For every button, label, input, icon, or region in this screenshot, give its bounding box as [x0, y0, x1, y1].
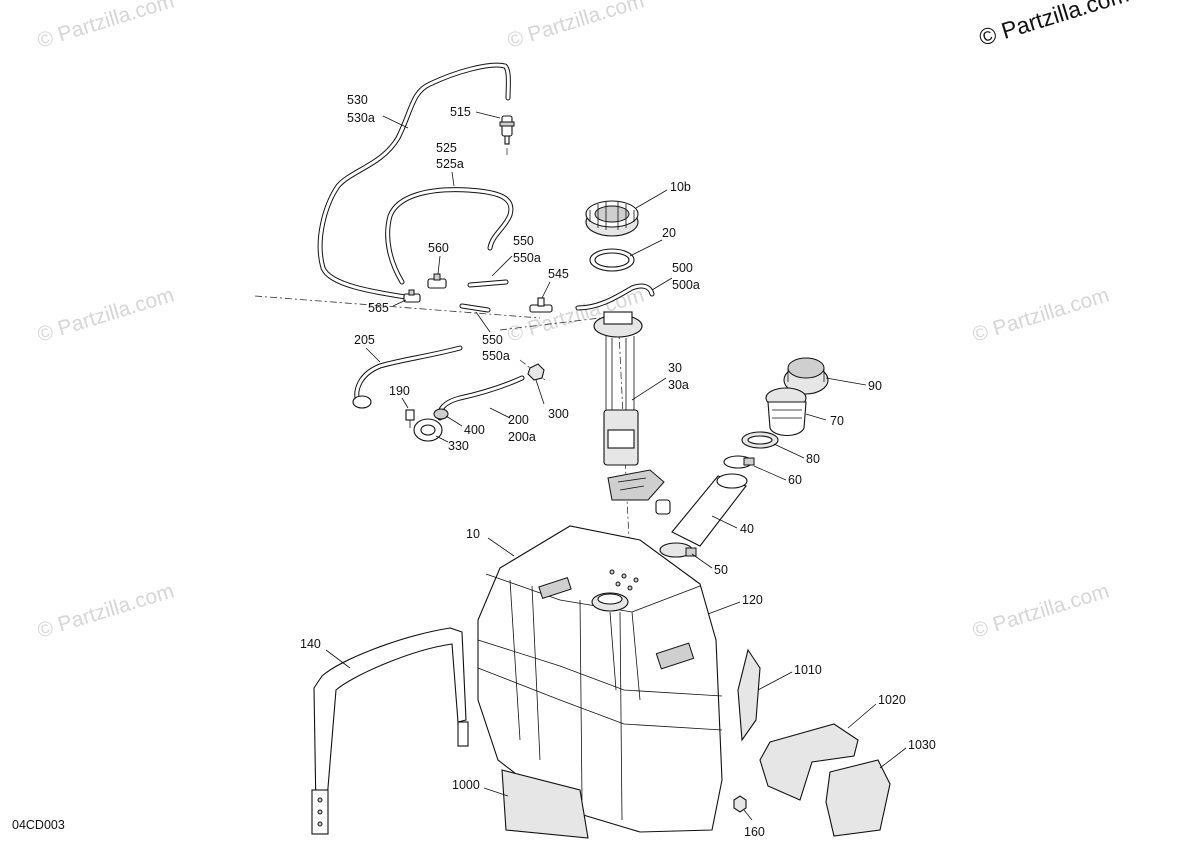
- fitting-515: [499, 115, 515, 145]
- lock-ring-10b: [585, 200, 639, 237]
- callout-550a: 550a: [513, 251, 541, 265]
- diagram-code: 04CD003: [12, 818, 65, 832]
- callout-300: 300: [548, 407, 569, 421]
- shield-1020: [759, 723, 859, 801]
- hose-205: [352, 345, 463, 409]
- callout-160: 160: [744, 825, 765, 839]
- bracket-190: [405, 409, 415, 428]
- clamp-330: [413, 418, 443, 442]
- shield-1010: [737, 648, 761, 742]
- callout-330: 330: [448, 439, 469, 453]
- callout-labels: 530 530a 515 525 525a 10b 20 550 550a 56…: [300, 93, 936, 839]
- callout-10b: 10b: [670, 180, 691, 194]
- callout-550: 550: [513, 234, 534, 248]
- tee-545: [529, 297, 553, 313]
- callout-120: 120: [742, 593, 763, 607]
- callout-500a: 500a: [672, 278, 700, 292]
- callout-545: 545: [548, 267, 569, 281]
- callout-530a: 530a: [347, 111, 375, 125]
- callout-1010: 1010: [794, 663, 822, 677]
- hose-550-upper: [467, 279, 509, 288]
- strap-140: [311, 627, 469, 835]
- copyright-notice: © Partzilla.com: [976, 0, 1132, 51]
- nut-300: [527, 363, 545, 381]
- fuel-tank-10: [477, 525, 723, 833]
- gasket-20: [589, 248, 635, 272]
- shield-1000: [501, 769, 589, 839]
- callout-190: 190: [389, 384, 410, 398]
- connector-565: [403, 289, 421, 303]
- cover-1030: [825, 759, 891, 837]
- hose-axis: [254, 295, 541, 319]
- fuel-pump-30: [593, 311, 671, 515]
- hose-530: [317, 62, 511, 301]
- callout-525a: 525a: [436, 157, 464, 171]
- callout-205: 205: [354, 333, 375, 347]
- nut-160: [733, 795, 747, 813]
- clamp-80: [741, 431, 779, 449]
- callout-70: 70: [830, 414, 844, 428]
- leader-lines: [325, 111, 907, 821]
- callout-1020: 1020: [878, 693, 906, 707]
- watermark: © Partzilla.com: [970, 283, 1112, 346]
- callout-400: 400: [464, 423, 485, 437]
- callout-90: 90: [868, 379, 882, 393]
- callout-1000: 1000: [452, 778, 480, 792]
- callout-30: 30: [668, 361, 682, 375]
- callout-10: 10: [466, 527, 480, 541]
- watermark: © Partzilla.com: [35, 0, 177, 53]
- callout-515: 515: [450, 105, 471, 119]
- callout-200: 200: [508, 413, 529, 427]
- callout-550a-lower: 550a: [482, 349, 510, 363]
- callout-560: 560: [428, 241, 449, 255]
- clamp-60: [723, 455, 755, 469]
- callout-50: 50: [714, 563, 728, 577]
- callout-200a: 200a: [508, 430, 536, 444]
- callout-20: 20: [662, 226, 676, 240]
- callout-140: 140: [300, 637, 321, 651]
- watermark: © Partzilla.com: [970, 579, 1112, 642]
- callout-30a: 30a: [668, 378, 689, 392]
- connector-560: [427, 273, 447, 289]
- callout-550-lower: 550: [482, 333, 503, 347]
- callout-60: 60: [788, 473, 802, 487]
- fuel-cap-90: [783, 357, 829, 395]
- callout-530: 530: [347, 93, 368, 107]
- filler-hose-40: [671, 473, 748, 547]
- filler-neck-70: [765, 387, 807, 437]
- callout-40: 40: [740, 522, 754, 536]
- hose-axis: [499, 317, 601, 331]
- hose-200: [437, 375, 525, 421]
- clamp-50: [659, 542, 697, 558]
- callout-80: 80: [806, 452, 820, 466]
- watermark: © Partzilla.com: [505, 0, 647, 53]
- callout-500: 500: [672, 261, 693, 275]
- callout-1030: 1030: [908, 738, 936, 752]
- hose-550-lower: [459, 303, 491, 313]
- watermark: © Partzilla.com: [35, 579, 177, 642]
- hose-500: [575, 283, 655, 311]
- watermark: © Partzilla.com: [35, 283, 177, 346]
- callout-525: 525: [436, 141, 457, 155]
- callout-565: 565: [368, 301, 389, 315]
- valve-400: [433, 408, 449, 420]
- hose-525: [385, 187, 514, 285]
